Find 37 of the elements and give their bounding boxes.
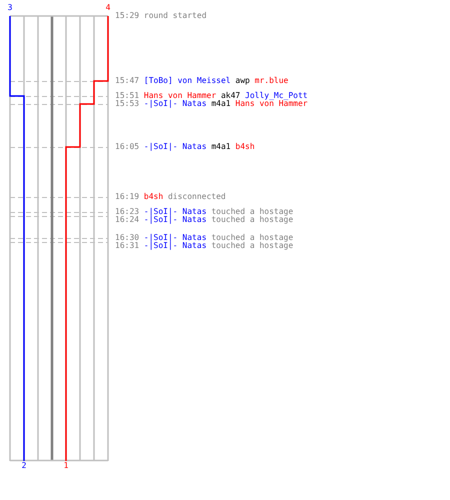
event-text: touched a hostage (211, 216, 294, 224)
weapon-name: awp (235, 77, 250, 85)
count-number: 4 (106, 4, 110, 12)
player-name: -|SoI|- Natas (144, 143, 207, 151)
timestamp: 16:05 (115, 143, 140, 151)
event-text: disconnected (168, 193, 226, 201)
timestamp: 15:47 (115, 77, 140, 85)
player-name: [ToBo] von Meissel (144, 77, 231, 85)
event-text: round started (144, 12, 207, 20)
weapon-name: m4a1 (211, 143, 231, 151)
event-text: touched a hostage (211, 234, 294, 242)
timestamp: 15:29 (115, 12, 140, 20)
timestamp: 16:23 (115, 208, 140, 216)
player-name: b4sh (144, 193, 164, 201)
player-name: Jolly_Mc_Pott (245, 92, 308, 100)
player-name: -|SoI|- Natas (144, 234, 207, 242)
player-name: -|SoI|- Natas (144, 216, 207, 224)
event-text: touched a hostage (211, 208, 294, 216)
player-name: b4sh (235, 143, 255, 151)
player-name: Hans von Hammer (144, 92, 216, 100)
timestamp: 16:30 (115, 234, 140, 242)
timestamp: 15:53 (115, 100, 140, 108)
player-name: -|SoI|- Natas (144, 242, 207, 250)
count-number: 2 (22, 462, 26, 470)
player-name: -|SoI|- Natas (144, 100, 207, 108)
timestamp: 16:19 (115, 193, 140, 201)
event-text: touched a hostage (211, 242, 294, 250)
player-name: -|SoI|- Natas (144, 208, 207, 216)
player-name: Hans von Hammer (235, 100, 308, 108)
count-number: 3 (8, 4, 12, 12)
weapon-name: ak47 (220, 92, 240, 100)
count-number: 1 (64, 462, 68, 470)
weapon-name: m4a1 (211, 100, 231, 108)
timestamp: 16:24 (115, 216, 140, 224)
player-name: mr.blue (254, 77, 288, 85)
timestamp: 15:51 (115, 92, 140, 100)
timestamp: 16:31 (115, 242, 140, 250)
